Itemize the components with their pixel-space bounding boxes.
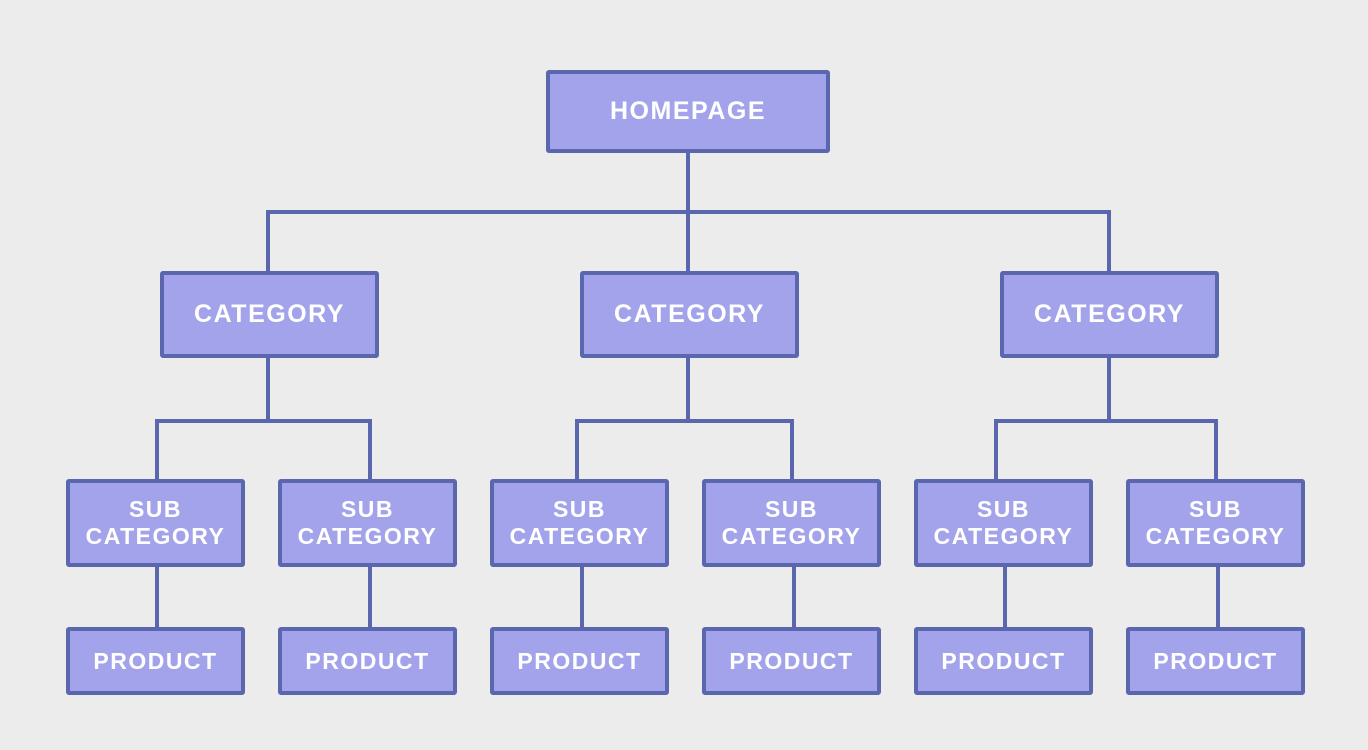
subcategory-label-line2: CATEGORY — [509, 523, 650, 549]
homepage-label: HOMEPAGE — [610, 97, 766, 125]
product-node-6: PRODUCT — [1126, 627, 1305, 695]
product-node-4: PRODUCT — [702, 627, 881, 695]
subcategory-label-line2: CATEGORY — [297, 523, 438, 549]
subcategory-label-line2: CATEGORY — [85, 523, 226, 549]
subcategory-label-line2: CATEGORY — [721, 523, 862, 549]
category-node-2: CATEGORY — [580, 271, 799, 358]
subcategory-label-line1: SUB — [976, 496, 1031, 522]
product-node-1: PRODUCT — [66, 627, 245, 695]
product-label: PRODUCT — [1153, 647, 1278, 674]
subcategory-label-line1: SUB — [128, 496, 183, 522]
category-node-3: CATEGORY — [1000, 271, 1219, 358]
subcategory-label-line1: SUB — [1188, 496, 1243, 522]
subcategory-label-line1: SUB — [552, 496, 607, 522]
product-node-2: PRODUCT — [278, 627, 457, 695]
subcategory-node-6: SUB CATEGORY — [1126, 479, 1305, 567]
subcategory-node-5: SUB CATEGORY — [914, 479, 1093, 567]
subcategory-node-2: SUB CATEGORY — [278, 479, 457, 567]
product-label: PRODUCT — [305, 647, 430, 674]
subcategory-node-4: SUB CATEGORY — [702, 479, 881, 567]
product-label: PRODUCT — [517, 647, 642, 674]
subcategory-node-3: SUB CATEGORY — [490, 479, 669, 567]
product-label: PRODUCT — [93, 647, 218, 674]
category-label: CATEGORY — [614, 300, 765, 328]
product-node-5: PRODUCT — [914, 627, 1093, 695]
category-label: CATEGORY — [194, 300, 345, 328]
subcategory-label-line1: SUB — [764, 496, 819, 522]
product-label: PRODUCT — [729, 647, 854, 674]
subcategory-label-line2: CATEGORY — [1145, 523, 1286, 549]
product-label: PRODUCT — [941, 647, 1066, 674]
product-node-3: PRODUCT — [490, 627, 669, 695]
subcategory-node-1: SUB CATEGORY — [66, 479, 245, 567]
subcategory-label-line1: SUB — [340, 496, 395, 522]
homepage-node: HOMEPAGE — [546, 70, 830, 153]
category-node-1: CATEGORY — [160, 271, 379, 358]
category-label: CATEGORY — [1034, 300, 1185, 328]
subcategory-label-line2: CATEGORY — [933, 523, 1074, 549]
